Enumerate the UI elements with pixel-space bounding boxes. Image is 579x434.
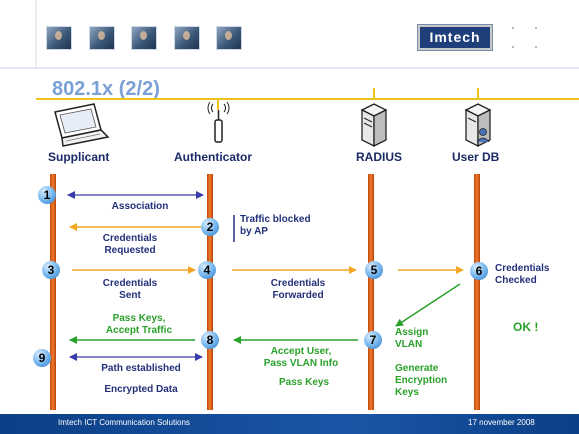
label-ok: OK ! [513,320,539,334]
slide-title: 802.1x (2/2) [52,78,160,100]
label-pass-keys-accept-traffic: Pass Keys, Accept Traffic [105,313,173,336]
lifeline-authenticator [207,174,213,410]
label-encrypted-data: Encrypted Data [104,384,178,395]
label-credentials-requested: Credentials Requested [102,233,158,256]
decor-dot [535,27,537,29]
lifeline-supplicant [50,174,56,410]
header-photo-2 [89,26,115,50]
radius-server-icon [360,103,388,148]
lifeline-userdb [474,174,480,410]
step-badge-5: 5 [365,261,383,279]
userdb-server-icon [464,103,492,148]
label-generate-encryption-keys: Generate Encryption Keys [395,363,448,398]
label-credentials-sent: Credentials Sent [102,278,158,301]
decor-dot [512,46,514,48]
step-badge-2: 2 [201,218,219,236]
arrow-db-to-radius [395,283,461,327]
label-credentials-forwarded: Credentials Forwarded [270,278,326,301]
label-path-established: Path established [101,363,181,374]
actor-label-supplicant: Supplicant [48,150,110,164]
step-badge-9: 9 [33,349,51,367]
step-badge-7: 7 [364,331,382,349]
actor-label-userdb: User DB [452,150,500,164]
imtech-logo: Imtech [418,25,492,50]
actor-label-radius: RADIUS [356,150,403,164]
step-badge-6: 6 [470,262,488,280]
footer-bar: Imtech ICT Communication Solutions 17 no… [0,414,579,434]
decor-dot [512,27,514,29]
header-photo-1 [46,26,72,50]
access-point-icon [207,101,230,143]
decor-dot [535,46,537,48]
step-badge-4: 4 [198,261,216,279]
label-association: Association [111,201,169,212]
label-assign-vlan: Assign VLAN [395,327,429,350]
step-badge-8: 8 [201,331,219,349]
lifeline-radius [368,174,374,410]
label-accept-user: Accept User, Pass VLAN Info [263,346,339,369]
header-photo-4 [174,26,200,50]
label-pass-keys: Pass Keys [278,377,330,388]
header-photo-3 [131,26,157,50]
footer-date: 17 november 2008 [468,418,535,427]
label-traffic-blocked: Traffic blocked by AP [240,214,311,237]
step-badge-3: 3 [42,261,60,279]
actor-label-authenticator: Authenticator [174,150,252,164]
label-credentials-checked: Credentials Checked [495,263,550,286]
footer-company: Imtech ICT Communication Solutions [58,418,190,427]
step-badge-1: 1 [38,186,56,204]
header-photo-5 [216,26,242,50]
laptop-icon [54,103,110,147]
